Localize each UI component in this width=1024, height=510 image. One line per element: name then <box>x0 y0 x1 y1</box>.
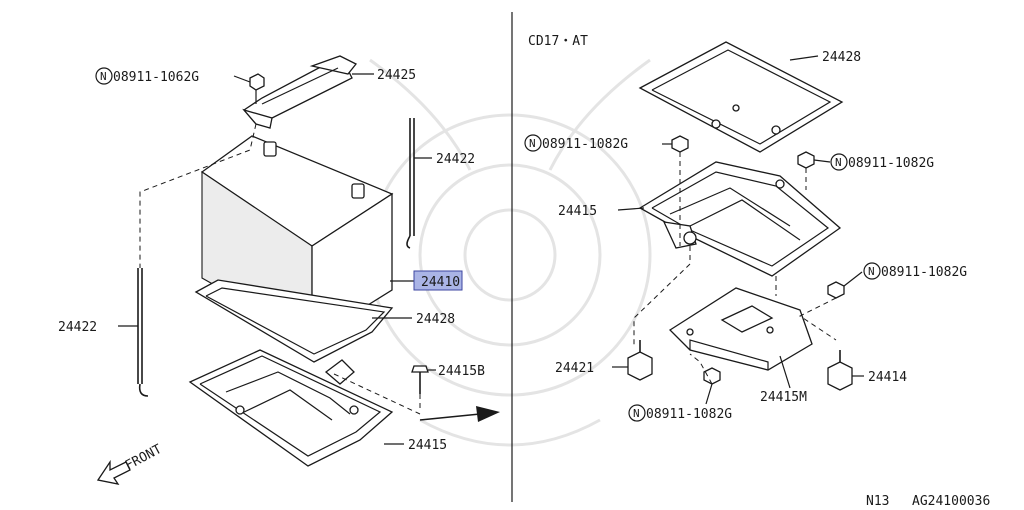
nut-upper-right-icon <box>797 151 815 169</box>
svg-text:24414: 24414 <box>868 370 907 385</box>
bracket-24414[interactable] <box>827 350 853 391</box>
front-label: FRONT <box>123 442 165 474</box>
callout-cover-right[interactable]: 24428 <box>789 50 861 65</box>
right-assembly-guides <box>633 152 837 385</box>
bolt-24415b[interactable] <box>411 365 429 394</box>
svg-text:24422: 24422 <box>58 320 97 335</box>
nut-upper-left-icon <box>671 135 689 153</box>
battery-support-bracket[interactable] <box>668 287 813 371</box>
callout-nut-upper-right[interactable]: N 08911-1082G <box>813 153 934 171</box>
left-assembly-guides <box>139 123 421 415</box>
callout-bracket-right[interactable]: 24414 <box>852 370 907 385</box>
callout-battery-highlighted[interactable]: 24410 <box>390 270 463 291</box>
callout-nut-bottom[interactable]: N 08911-1082G <box>628 383 732 422</box>
svg-text:N: N <box>835 156 842 169</box>
tray-cover-left[interactable] <box>194 279 394 363</box>
clamp-nut-icon <box>249 73 265 91</box>
battery-tray-right[interactable] <box>638 161 842 277</box>
svg-text:N: N <box>529 137 536 150</box>
svg-text:24428: 24428 <box>416 312 455 327</box>
svg-text:24428: 24428 <box>822 50 861 65</box>
svg-text:08911-1082G: 08911-1082G <box>542 137 628 152</box>
highlight-box <box>413 270 463 291</box>
callout-nut-top[interactable]: N 08911-1062G <box>95 67 251 85</box>
svg-text:24422: 24422 <box>436 152 475 167</box>
callout-hold-down-clamp[interactable]: 24425 <box>352 68 416 83</box>
callout-rod-left[interactable]: 24422 <box>58 320 138 335</box>
nut-mid-right-icon <box>827 281 845 299</box>
svg-text:08911-1082G: 08911-1082G <box>881 265 967 280</box>
svg-text:24425: 24425 <box>377 68 416 83</box>
nut-bottom-icon <box>703 367 721 385</box>
page-code: N13 <box>866 494 889 509</box>
callout-tray-cover-left[interactable]: 24428 <box>372 312 455 327</box>
svg-text:24410: 24410 <box>421 275 460 290</box>
svg-text:24421: 24421 <box>555 361 594 376</box>
front-arrow-icon <box>96 459 131 485</box>
callout-bracket-left[interactable]: 24421 <box>555 361 628 376</box>
svg-text:N: N <box>868 265 875 278</box>
figure-id: AG24100036 <box>912 494 990 509</box>
svg-text:N: N <box>100 70 107 83</box>
hold-down-clamp[interactable] <box>242 55 358 129</box>
svg-text:24415B: 24415B <box>438 364 485 379</box>
callout-tray-right[interactable]: 24415 <box>558 204 645 219</box>
svg-text:N: N <box>633 407 640 420</box>
svg-text:24415: 24415 <box>558 204 597 219</box>
svg-text:08911-1082G: 08911-1082G <box>848 156 934 171</box>
tray-cover-right[interactable] <box>638 41 844 153</box>
variant-label: CD17・AT <box>528 34 588 49</box>
callout-support[interactable]: 24415M <box>760 355 807 405</box>
hold-down-rod-right[interactable] <box>406 118 415 249</box>
svg-text:08911-1062G: 08911-1062G <box>113 70 199 85</box>
hold-down-rod-left[interactable] <box>137 268 149 397</box>
direction-arrow-icon <box>419 406 500 422</box>
callout-nut-upper-left[interactable]: N 08911-1082G <box>524 134 672 152</box>
callout-tray-left[interactable]: 24415 <box>384 438 447 453</box>
callout-rod-right[interactable]: 24422 <box>414 152 475 167</box>
svg-text:24415M: 24415M <box>760 390 807 405</box>
watermark-emblem <box>368 58 652 447</box>
callout-bolt[interactable]: 24415B <box>428 364 485 379</box>
bracket-24421[interactable] <box>627 340 653 381</box>
svg-text:24415: 24415 <box>408 438 447 453</box>
svg-text:08911-1082G: 08911-1082G <box>646 407 732 422</box>
callout-nut-mid-right[interactable]: N 08911-1082G <box>843 262 967 287</box>
battery-tray-left[interactable] <box>188 349 394 467</box>
